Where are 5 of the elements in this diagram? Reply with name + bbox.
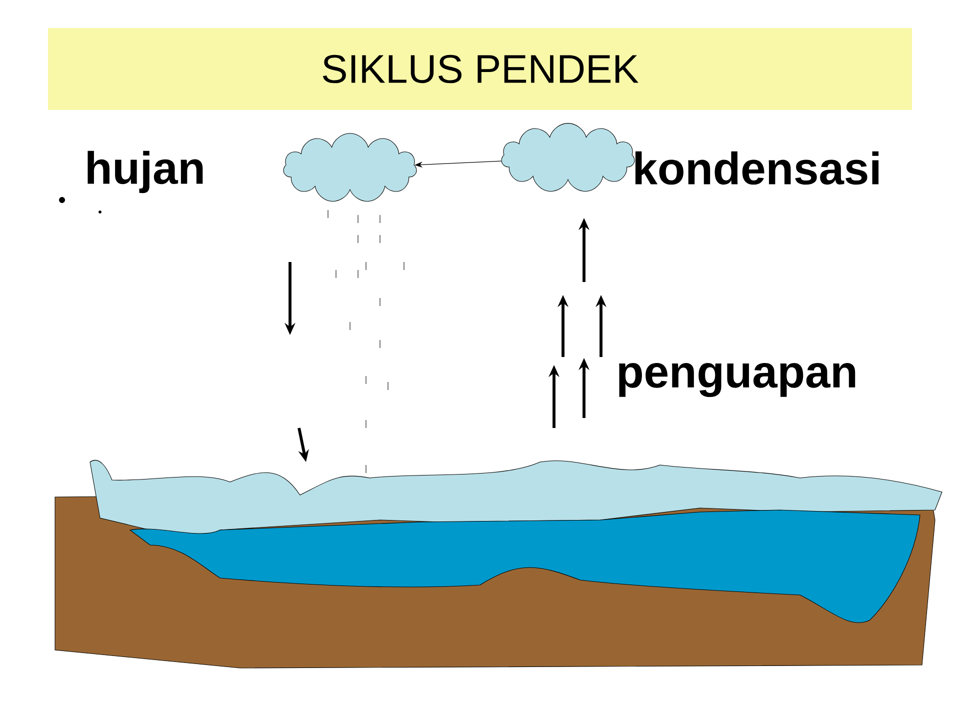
cloud (501, 123, 635, 192)
label: hujan (88, 150, 203, 194)
title: SIKLUS PENDEK (322, 54, 638, 84)
cloud (283, 133, 417, 202)
label: penguapan (619, 362, 856, 398)
